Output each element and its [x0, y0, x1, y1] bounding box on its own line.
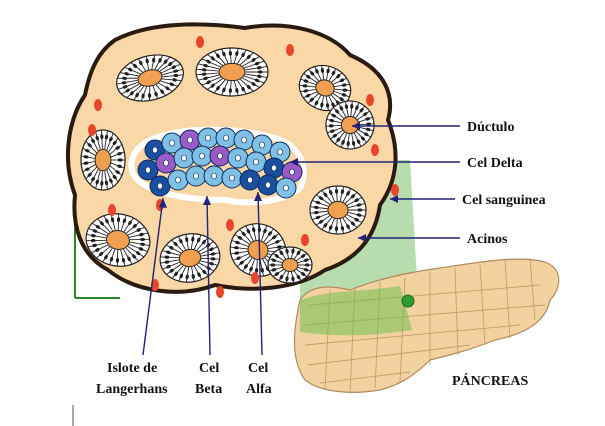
- label-acinos: Acinos: [467, 232, 508, 247]
- acinus: [268, 247, 312, 283]
- delta-cell: [210, 146, 230, 166]
- blood-cell: [216, 286, 224, 298]
- blood-cell: [286, 44, 294, 56]
- blood-cell: [196, 36, 204, 48]
- beta-cell: [174, 148, 194, 168]
- label-islote-line2: Langerhans: [96, 382, 168, 397]
- blood-cell: [371, 144, 379, 156]
- label-cel-alfa-line1: Cel: [248, 361, 268, 376]
- beta-cell: [168, 170, 188, 190]
- acinus: [81, 130, 125, 190]
- label-cel-beta-line2: Beta: [195, 382, 222, 397]
- label-cel-delta: Cel Delta: [467, 156, 523, 171]
- label-islote-line1: Islote de: [107, 361, 157, 376]
- beta-cell: [276, 178, 296, 198]
- beta-cell: [234, 130, 254, 150]
- beta-cell: [216, 128, 236, 148]
- alpha-cell: [150, 176, 170, 196]
- beta-cell: [246, 152, 266, 172]
- beta-cell: [222, 168, 242, 188]
- label-cel-beta-line1: Cel: [199, 361, 219, 376]
- blood-cell: [301, 234, 309, 246]
- blood-cell: [88, 124, 96, 136]
- blood-cell: [226, 219, 234, 231]
- label-pancreas: PÁNCREAS: [452, 372, 528, 389]
- label-ductulo: Dúctulo: [467, 120, 514, 135]
- alpha-cell: [258, 175, 278, 195]
- blood-cell: [108, 204, 116, 216]
- beta-cell: [192, 146, 212, 166]
- blood-cell: [366, 94, 374, 106]
- blood-cell: [94, 99, 102, 111]
- alpha-cell: [240, 170, 260, 190]
- beta-cell: [228, 148, 248, 168]
- label-cel-sanguinea: Cel sanguinea: [462, 193, 546, 208]
- islet-marker: [402, 295, 414, 307]
- acinus: [310, 186, 366, 234]
- acinus: [196, 48, 268, 96]
- beta-cell: [204, 166, 224, 186]
- delta-cell: [156, 153, 176, 173]
- beta-cell: [198, 128, 218, 148]
- label-cel-alfa-line2: Alfa: [246, 382, 272, 397]
- blood-cell: [251, 272, 259, 284]
- blood-cell: [391, 184, 399, 196]
- beta-cell: [186, 166, 206, 186]
